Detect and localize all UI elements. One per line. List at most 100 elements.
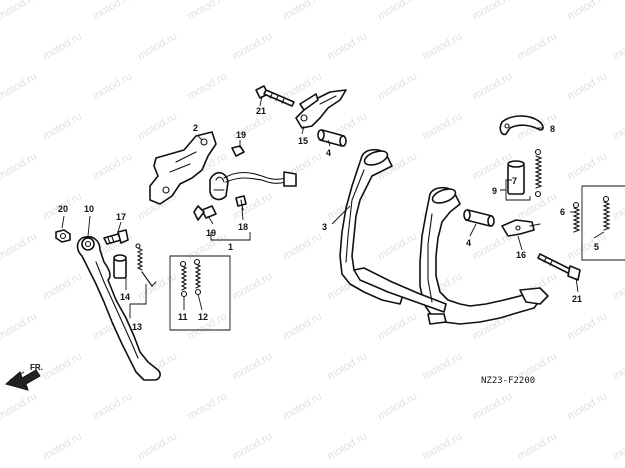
spring-5	[602, 201, 611, 231]
watermark-text: motod.ru	[41, 30, 85, 62]
watermark-text: motod.ru	[326, 350, 370, 382]
stand-stopper-bracket	[255, 85, 347, 129]
spring-hook-16	[501, 219, 541, 237]
pivot-bolt	[103, 229, 129, 245]
spring-cover	[113, 254, 127, 279]
watermark-text: motod.ru	[376, 230, 420, 262]
collar-upper	[317, 129, 347, 147]
kit-box	[169, 255, 231, 331]
watermark-text: motod.ru	[376, 70, 420, 102]
callout-10: 10	[84, 204, 94, 214]
watermark-text: motod.ru	[0, 150, 39, 182]
watermark-text: motod.ru	[0, 310, 39, 342]
watermark-text: motod.ru	[611, 30, 625, 62]
callout-12: 12	[198, 312, 208, 322]
watermark-text: motod.ru	[611, 350, 625, 382]
callout-11: 11	[178, 312, 188, 322]
watermark-text: motod.ru	[186, 0, 230, 23]
watermark-text: motod.ru	[186, 70, 230, 102]
watermark-text: motod.ru	[566, 70, 610, 102]
callout-3: 3	[322, 222, 327, 232]
callout-2: 2	[193, 123, 198, 133]
watermark-text: motod.ru	[41, 430, 85, 462]
callout-17: 17	[116, 212, 126, 222]
callout-19-top: 19	[236, 130, 246, 140]
spring-collar-9	[507, 160, 525, 195]
watermark-text: motod.ru	[41, 110, 85, 142]
watermark-text: motod.ru	[186, 390, 230, 422]
watermark-text: motod.ru	[281, 230, 325, 262]
watermark-text: motod.ru	[0, 390, 39, 422]
watermark-text: motod.ru	[231, 430, 275, 462]
watermark-text: motod.ru	[41, 350, 85, 382]
nut	[55, 229, 71, 243]
callout-13: 13	[132, 322, 142, 332]
collar-lower	[463, 209, 495, 227]
callout-14: 14	[120, 292, 130, 302]
watermark-text: motod.ru	[281, 390, 325, 422]
watermark-text: motod.ru	[421, 30, 465, 62]
watermark-text: motod.ru	[281, 310, 325, 342]
watermark-text: motod.ru	[421, 430, 465, 462]
diagram-code: NZ23-F2200	[481, 376, 535, 386]
watermark-text: motod.ru	[376, 390, 420, 422]
watermark-text: motod.ru	[611, 110, 625, 142]
switch-bracket-assembly	[149, 131, 297, 241]
watermark-text: motod.ru	[91, 150, 135, 182]
stand-hook-8	[499, 115, 544, 136]
watermark-text: motod.ru	[136, 270, 180, 302]
callout-7: 7	[512, 176, 517, 186]
watermark-text: motod.ru	[611, 190, 625, 222]
watermark-text: motod.ru	[471, 70, 515, 102]
callout-16: 16	[516, 250, 526, 260]
watermark-text: motod.ru	[376, 310, 420, 342]
watermark-text: motod.ru	[136, 430, 180, 462]
watermark-text: motod.ru	[421, 110, 465, 142]
callouts: 21 15 4 2 19 19 18 1 3 4 16 8 9 7 6 5 21…	[58, 106, 599, 332]
spring-11	[180, 265, 188, 291]
front-direction-arrow: FR.	[4, 363, 43, 391]
callout-4-upper: 4	[326, 148, 331, 158]
watermark-text: motod.ru	[516, 190, 560, 222]
spring-12	[194, 263, 202, 289]
watermark-text: motod.ru	[326, 30, 370, 62]
watermark-text: motod.ru	[421, 350, 465, 382]
watermark-text: motod.ru	[471, 0, 515, 23]
side-stand-assembly	[55, 229, 231, 381]
watermark-text: motod.ru	[0, 70, 39, 102]
watermark-text: motod.ru	[91, 390, 135, 422]
watermark-text: motod.ru	[136, 30, 180, 62]
callout-21-right: 21	[572, 294, 582, 304]
watermark-text: motod.ru	[566, 0, 610, 23]
callout-19-bottom: 19	[206, 228, 216, 238]
callout-1: 1	[228, 242, 233, 252]
watermark-text: motod.ru	[281, 0, 325, 23]
watermark-text: motod.ru	[516, 30, 560, 62]
callout-5: 5	[594, 242, 599, 252]
stand-bracket	[149, 131, 217, 205]
watermark-text: motod.ru	[136, 110, 180, 142]
watermark-text: motod.ru	[231, 270, 275, 302]
watermark-text: motod.ru	[611, 430, 625, 462]
watermark-text: motod.ru	[566, 230, 610, 262]
watermark-text: motod.ru	[611, 270, 625, 302]
watermark-text: motod.ru	[0, 230, 39, 262]
watermark-text: motod.ru	[231, 190, 275, 222]
watermark-text: motod.ru	[231, 30, 275, 62]
callout-15: 15	[298, 136, 308, 146]
side-stand-spring	[136, 247, 157, 287]
watermark-text: motod.ru	[376, 0, 420, 23]
main-stand-spring-7	[534, 155, 543, 189]
spring-kit-box	[581, 185, 625, 261]
callout-8: 8	[550, 124, 555, 134]
pivot-bolt-21	[537, 253, 581, 281]
watermark-text: motod.ru	[566, 310, 610, 342]
callout-20: 20	[58, 204, 68, 214]
watermark-text: motod.ru	[231, 350, 275, 382]
watermark-text: motod.ru	[516, 430, 560, 462]
watermark-text: motod.ru	[566, 390, 610, 422]
watermark-text: motod.ru	[91, 70, 135, 102]
direction-label: FR.	[30, 363, 43, 372]
watermark-text: motod.ru	[0, 0, 39, 23]
